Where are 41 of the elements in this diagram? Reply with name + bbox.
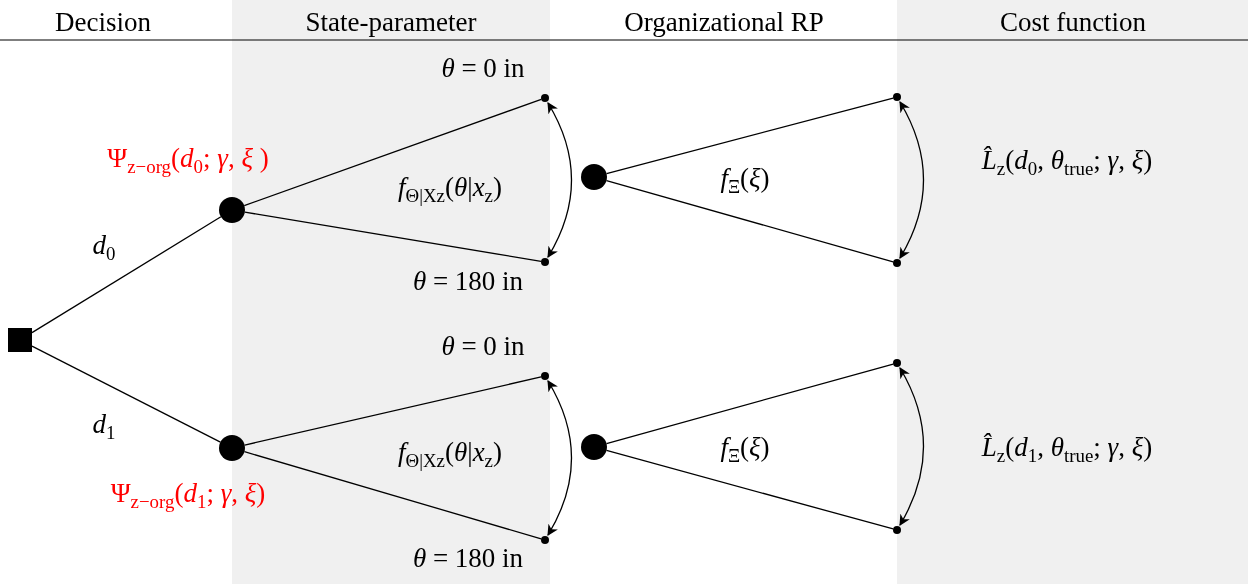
connector-line xyxy=(605,363,894,445)
probability-formula: f$_{Ξ}$(ξ) xyxy=(720,432,770,462)
end-point xyxy=(893,259,901,267)
state-value-label: θ = 0 in xyxy=(441,331,525,361)
edge-label: d$_{1}$ xyxy=(92,409,116,439)
chance-node xyxy=(581,434,607,460)
end-point xyxy=(541,372,549,380)
column-header: Decision xyxy=(55,7,151,37)
connector-line xyxy=(244,211,542,262)
column-header: Cost function xyxy=(999,7,1147,37)
loss-formula: L̂$_{z}$(d$_{1}$, θ$_{true}$; γ, ξ) xyxy=(981,432,1153,462)
connector-line xyxy=(605,179,894,263)
edge-label: d$_{0}$ xyxy=(92,230,116,260)
range-arc-arrow xyxy=(899,101,925,259)
chance-node xyxy=(219,197,245,223)
range-arc-arrow xyxy=(547,102,573,258)
state-value-label: θ = 180 in xyxy=(412,266,524,296)
decision-node xyxy=(8,328,32,352)
connector-line xyxy=(244,376,542,446)
end-point xyxy=(541,536,549,544)
end-point xyxy=(541,94,549,102)
connector-line xyxy=(31,216,222,334)
column-header: Organizational RP xyxy=(624,7,824,37)
chance-node xyxy=(219,435,245,461)
end-point xyxy=(893,93,901,101)
chance-node xyxy=(581,164,607,190)
end-point xyxy=(541,258,549,266)
column-header: State-parameter xyxy=(305,7,477,37)
range-arc-arrow xyxy=(899,367,925,526)
state-value-label: θ = 180 in xyxy=(412,543,524,573)
range-arc-arrow xyxy=(547,380,573,536)
probability-formula: f$_{Ξ}$(ξ) xyxy=(720,163,770,193)
connector-line xyxy=(243,451,542,540)
connector-line xyxy=(243,98,542,207)
end-point xyxy=(893,359,901,367)
connector-line xyxy=(31,345,222,443)
state-value-label: θ = 0 in xyxy=(441,53,525,83)
end-point xyxy=(893,526,901,534)
loss-formula: L̂$_{z}$(d$_{0}$, θ$_{true}$; γ, ξ) xyxy=(981,145,1153,175)
connector-line xyxy=(605,97,894,175)
connector-line xyxy=(605,449,894,530)
